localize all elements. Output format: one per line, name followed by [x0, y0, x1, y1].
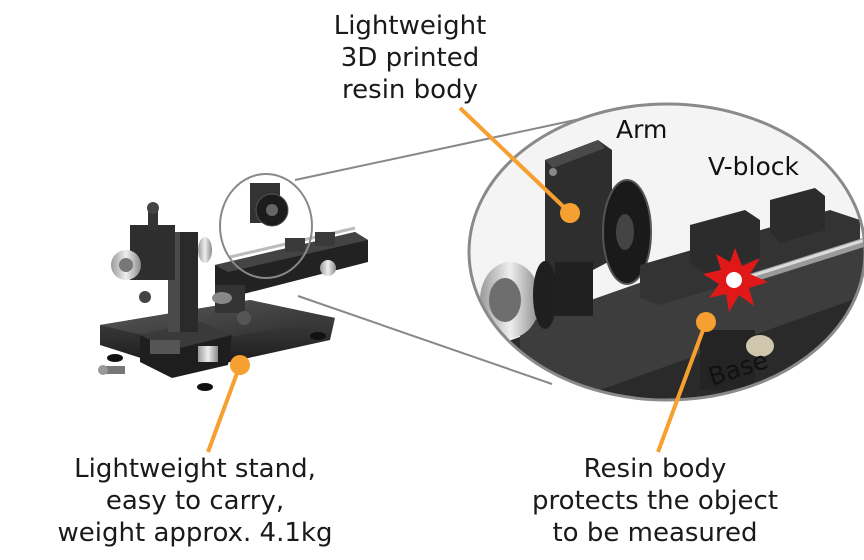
zoom-line-top: [294, 115, 595, 181]
pointer-top-dot: [560, 203, 580, 223]
zoom-outline: [467, 102, 864, 402]
arm-label: Arm: [616, 115, 668, 144]
v-block-label: V-block: [708, 152, 799, 181]
pointer-top: [458, 106, 572, 215]
callout-line: resin body: [342, 75, 478, 105]
callout-pointers: [206, 106, 716, 453]
callout-line: 3D printed: [340, 43, 480, 73]
pointer-stand: [206, 364, 242, 453]
callout-line: Lightweight: [333, 11, 487, 41]
pointer-resin: [656, 321, 708, 453]
instrument-stand: [98, 183, 368, 391]
resin-protects-callout: Resin body protects the object to be mea…: [510, 453, 800, 549]
pointer-stand-dot: [230, 355, 250, 375]
callout-line: Lightweight stand,: [74, 454, 316, 484]
zoom-detail: [469, 104, 864, 400]
callout-line: Resin body: [583, 454, 727, 484]
focus-ring: [219, 173, 313, 279]
callout-line: protects the object: [531, 486, 779, 516]
zoom-line-bottom: [297, 295, 553, 385]
pointer-resin-dot: [696, 312, 716, 332]
callout-line: weight approx. 4.1kg: [57, 518, 333, 548]
stand-callout: Lightweight stand, easy to carry, weight…: [40, 453, 350, 549]
callout-line: to be measured: [552, 518, 758, 548]
resin-body-callout: Lightweight 3D printed resin body: [310, 10, 510, 106]
callout-line: easy to carry,: [105, 486, 285, 516]
